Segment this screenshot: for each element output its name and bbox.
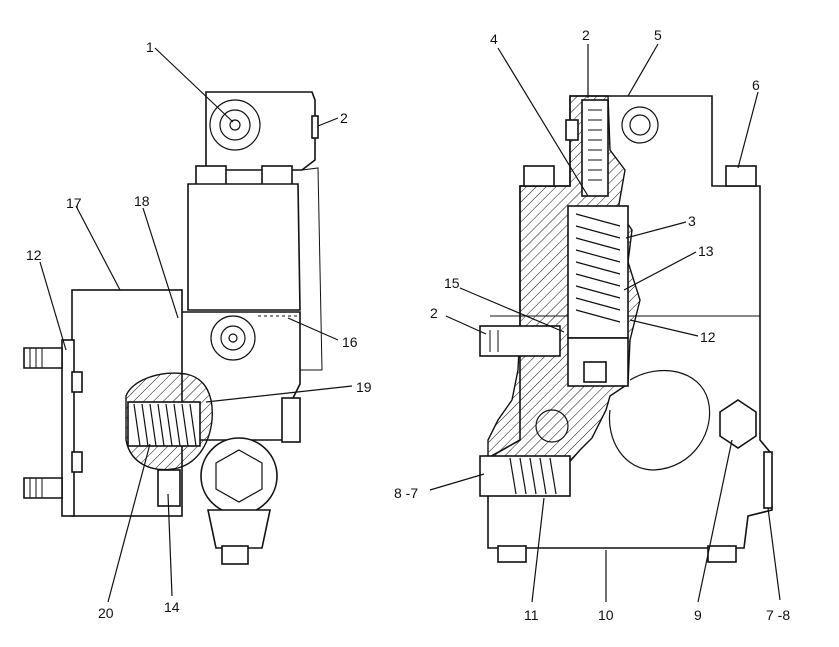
callout-labels: 1 2 17 18 12 16 19 20 14 4 2 5 6 3 13 15… (26, 27, 790, 623)
callout-19: 19 (356, 379, 372, 395)
callout-11: 11 (524, 607, 539, 623)
callout-7-8: 7 -8 (766, 607, 790, 623)
callout-8-7: 8 -7 (394, 485, 418, 501)
callout-4: 4 (490, 31, 498, 47)
callout-2-top: 2 (582, 27, 590, 43)
callout-10: 10 (598, 607, 614, 623)
callout-13: 13 (698, 243, 714, 259)
right-cross-section-view (479, 95, 773, 563)
callout-2-left-port: 2 (430, 305, 438, 321)
callout-2-left: 2 (340, 110, 348, 126)
callout-5: 5 (654, 27, 662, 43)
callout-3: 3 (688, 213, 696, 229)
left-side-view (23, 91, 323, 565)
callout-18: 18 (134, 193, 150, 209)
callout-16: 16 (342, 334, 358, 350)
spring-13 (575, 213, 621, 323)
callout-12-left: 12 (26, 247, 42, 263)
leader-lines (39, 43, 781, 603)
spring-20 (133, 403, 197, 447)
callout-14: 14 (164, 599, 180, 615)
callout-1: 1 (146, 39, 154, 55)
callout-20: 20 (98, 605, 114, 621)
callout-12-right: 12 (700, 329, 716, 345)
callout-6: 6 (752, 77, 760, 93)
callout-17: 17 (66, 195, 82, 211)
callout-9: 9 (694, 607, 702, 623)
callout-15: 15 (444, 275, 460, 291)
